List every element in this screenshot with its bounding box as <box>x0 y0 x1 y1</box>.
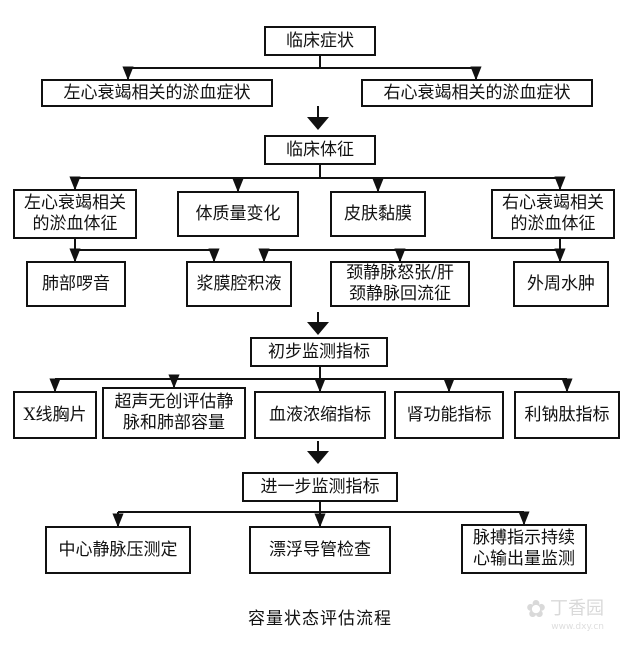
figure-caption: 容量状态评估流程 <box>248 609 392 629</box>
watermark-url: www.dxy.cn <box>551 622 604 632</box>
node-natriuretic-peptide: 利钠肽指标 <box>514 391 620 439</box>
node-swan-ganz: 漂浮导管检查 <box>249 526 391 574</box>
watermark-brand: 丁香园 <box>550 598 604 619</box>
node-jugular-distension: 颈静脉怒张/肝 颈静脉回流征 <box>330 261 470 307</box>
node-serous-effusion: 浆膜腔积液 <box>186 261 292 307</box>
node-right-hf-symptoms: 右心衰竭相关的淤血症状 <box>361 79 593 107</box>
node-ultrasound: 超声无创评估静 脉和肺部容量 <box>102 387 246 439</box>
node-picco: 脉搏指示持续 心输出量监测 <box>461 524 587 574</box>
connector-signs-split <box>75 165 560 179</box>
node-weight-change: 体质量变化 <box>177 191 299 237</box>
node-right-hf-signs: 右心衰竭相关 的淤血体征 <box>491 189 615 239</box>
connector-initial-split <box>55 367 567 380</box>
node-left-hf-symptoms: 左心衰竭相关的淤血症状 <box>41 79 273 107</box>
connector-right-signs-children <box>264 239 561 251</box>
node-central-venous-pressure: 中心静脉压测定 <box>45 526 191 574</box>
node-clinical-signs: 临床体征 <box>264 135 376 165</box>
node-skin-mucosa: 皮肤黏膜 <box>330 191 426 237</box>
stage-arrow-1-head <box>307 117 329 130</box>
arrow-effusion-from-left <box>75 248 220 263</box>
node-left-hf-signs: 左心衰竭相关 的淤血体征 <box>13 189 137 239</box>
node-renal-function: 肾功能指标 <box>394 391 504 439</box>
watermark-logo-icon: ✿ <box>525 595 546 623</box>
connector-further-split <box>118 502 524 513</box>
node-hemoconcentration: 血液浓缩指标 <box>254 391 386 439</box>
node-further-monitoring: 进一步监测指标 <box>242 472 398 502</box>
stage-arrow-3-head <box>307 451 329 464</box>
node-lung-rales: 肺部啰音 <box>26 261 126 307</box>
node-clinical-symptoms: 临床症状 <box>264 26 376 56</box>
node-initial-monitoring: 初步监测指标 <box>250 337 388 367</box>
node-peripheral-edema: 外周水肿 <box>513 261 609 307</box>
stage-arrow-2-head <box>307 322 329 335</box>
connector-symptoms-split <box>127 56 477 76</box>
node-chest-xray: X线胸片 <box>13 391 97 439</box>
watermark: ✿ 丁香园 <box>526 597 604 621</box>
